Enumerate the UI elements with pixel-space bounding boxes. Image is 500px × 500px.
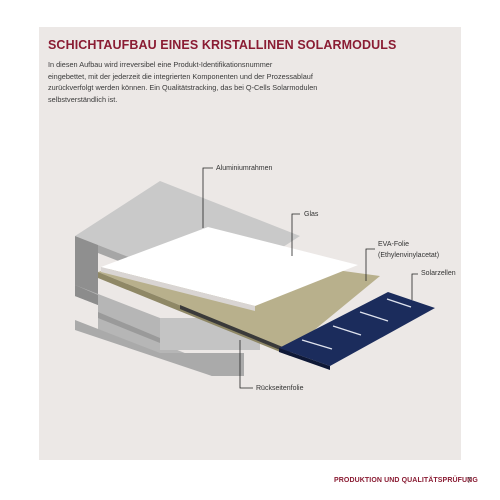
page-number: 7 [467,476,472,485]
page-title: SCHICHTAUFBAU EINES KRISTALLINEN SOLARMO… [48,38,397,52]
label-solar-cells: Solarzellen [421,270,456,277]
intro-paragraph: In diesen Aufbau wird irreversibel eine … [48,59,408,105]
label-eva-foil: EVA-Folie [378,241,409,248]
intro-line: zurückverfolgt werden können. Ein Qualit… [48,83,318,93]
label-aluminium-frame: Aluminiumrahmen [216,165,273,172]
solar-cells [279,292,435,370]
footer-section-title: PRODUKTION UND QUALITÄTSPRÜFUNG [334,477,478,484]
leader-lines [202,167,418,389]
backsheet-edge [180,305,290,354]
label-backsheet: Rückseitenfolie [256,385,304,392]
glass-layer-edge [101,267,255,311]
label-glass: Glas [304,211,319,218]
intro-line: eingebettet, mit der jederzeit die integ… [48,71,313,81]
intro-line: selbstverständlich ist. [48,94,118,104]
glass-layer [101,227,358,306]
intro-line: In diesen Aufbau wird irreversibel eine … [48,60,273,69]
label-eva-full-name: (Ethylenvinylacetat) [378,252,440,259]
